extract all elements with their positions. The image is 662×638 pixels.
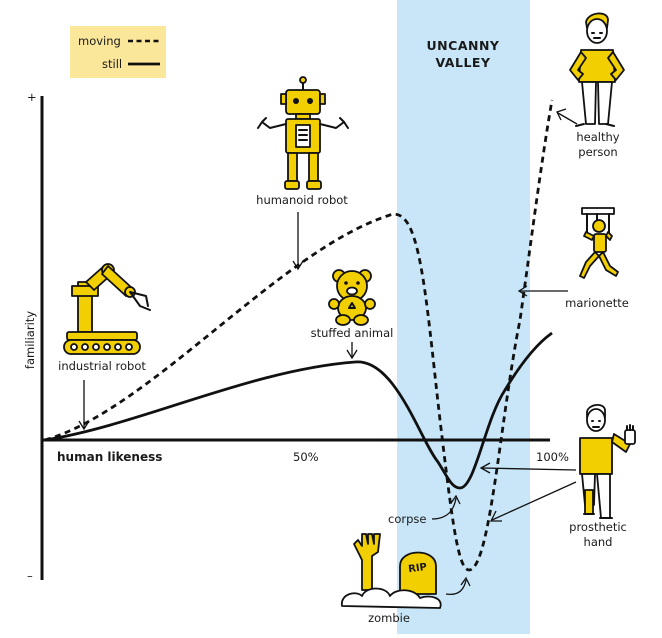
marionette-arrowhead <box>517 285 528 297</box>
corpse-label: corpse <box>388 512 426 526</box>
industrial-robot-icon <box>63 263 151 355</box>
stuffed-animal-arrowhead <box>346 349 358 360</box>
prosthetic-hand-label-line1: prosthetic <box>569 520 627 534</box>
x-axis-100: 100% <box>536 450 569 464</box>
x-axis-label: human likeness <box>57 450 162 464</box>
legend: moving still <box>70 26 166 78</box>
prosthetic-arrowhead-moving <box>489 510 502 522</box>
prosthetic-arrowhead-still <box>479 462 491 474</box>
valley-label-line2: VALLEY <box>435 55 490 70</box>
industrial-robot-label: industrial robot <box>58 359 146 373</box>
moving-curve <box>44 99 554 572</box>
humanoid-robot-label: humanoid robot <box>256 193 348 207</box>
uncanny-valley-band <box>397 0 530 634</box>
corpse-arrow <box>431 497 457 520</box>
humanoid-robot-arrowhead <box>292 260 304 271</box>
marionette-icon <box>579 207 619 279</box>
healthy-person-arrowhead <box>556 108 567 121</box>
healthy-person-label-line2: person <box>578 145 617 159</box>
x-axis-50: 50% <box>293 450 319 464</box>
healthy-person-icon <box>569 12 625 127</box>
y-axis-plus: + <box>27 90 37 104</box>
zombie-label: zombie <box>368 611 410 625</box>
marionette-label: marionette <box>565 296 629 310</box>
prosthetic-hand-icon <box>579 404 636 519</box>
teddy-bear-icon <box>328 269 376 326</box>
prosthetic-arrow-still <box>481 467 577 471</box>
industrial-robot-arrowhead <box>78 420 90 431</box>
prosthetic-arrow-moving <box>491 481 577 521</box>
valley-label-line1: UNCANNY <box>427 38 500 53</box>
zombie-arrow <box>445 579 467 596</box>
y-axis-minus: – <box>27 569 33 583</box>
legend-still-label: still <box>102 57 122 71</box>
zombie-icon <box>341 533 442 609</box>
corpse-arrowhead <box>450 494 461 505</box>
zombie-arrowhead <box>460 576 471 587</box>
legend-moving-label: moving <box>78 34 121 48</box>
healthy-person-arrow <box>557 112 578 125</box>
stuffed-animal-label: stuffed animal <box>311 326 394 340</box>
humanoid-robot-icon <box>257 76 349 190</box>
y-axis-label: familiarity <box>23 311 37 369</box>
still-curve <box>44 331 553 490</box>
healthy-person-label-line1: healthy <box>576 130 619 144</box>
rip-label: RIP <box>408 562 428 576</box>
prosthetic-hand-label-line2: hand <box>584 535 613 549</box>
